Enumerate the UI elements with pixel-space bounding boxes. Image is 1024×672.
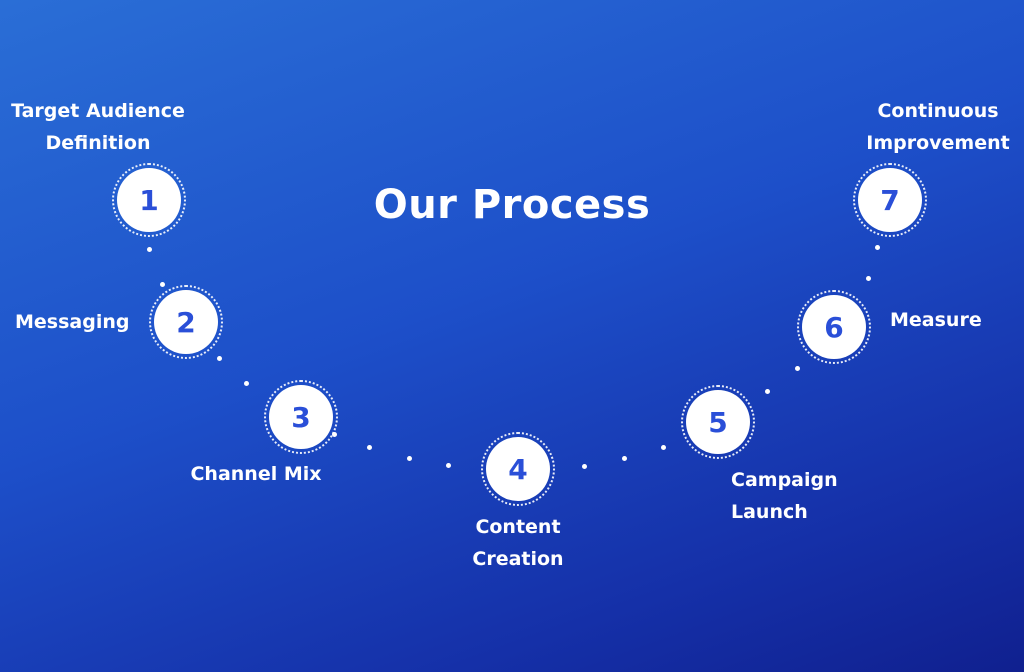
step-2-label: Messaging	[15, 306, 129, 338]
step-7-label: Continuous Improvement	[853, 95, 1023, 159]
step-1-node: 1	[112, 163, 186, 237]
step-2-node: 2	[149, 285, 223, 359]
step-3-node: 3	[264, 380, 338, 454]
connector-dot	[244, 381, 249, 386]
step-4-label: Content Creation	[448, 511, 588, 575]
step-4-label-line-1: Content	[475, 516, 561, 538]
connector-dot	[407, 456, 412, 461]
step-6-label-line-1: Measure	[890, 309, 982, 331]
step-1-label-line-2: Definition	[45, 132, 151, 154]
step-5-label-line-2: Launch	[731, 501, 808, 523]
step-3-label: Channel Mix	[176, 458, 336, 490]
connector-dot	[795, 366, 800, 371]
step-2-label-line-1: Messaging	[15, 311, 130, 333]
connector-dot	[875, 245, 880, 250]
diagram-title: Our Process	[373, 182, 651, 228]
step-7-label-line-2: Improvement	[866, 132, 1010, 154]
connector-dot	[661, 445, 666, 450]
connector-dot	[582, 464, 587, 469]
step-1-number: 1	[139, 183, 159, 217]
connector-dot	[765, 389, 770, 394]
step-3-number: 3	[291, 400, 311, 434]
step-7-node: 7	[853, 163, 927, 237]
connector-dot	[147, 247, 152, 252]
connector-dot	[160, 282, 165, 287]
step-6-node: 6	[797, 290, 871, 364]
step-3-label-line-1: Channel Mix	[190, 463, 322, 485]
step-4-label-line-2: Creation	[472, 548, 564, 570]
step-7-label-line-1: Continuous	[877, 100, 999, 122]
step-7-number: 7	[880, 183, 900, 217]
step-5-number: 5	[708, 405, 728, 439]
connector-dot	[217, 356, 222, 361]
connector-dot	[332, 432, 337, 437]
step-5-label: Campaign Launch	[731, 464, 838, 528]
step-1-label-line-1: Target Audience	[11, 100, 185, 122]
connector-dot	[446, 463, 451, 468]
step-6-number: 6	[824, 310, 844, 344]
connector-dot	[866, 276, 871, 281]
step-4-number: 4	[508, 452, 528, 486]
step-5-label-line-1: Campaign	[731, 469, 838, 491]
step-1-label: Target Audience Definition	[8, 95, 188, 159]
step-6-label: Measure	[890, 304, 982, 336]
connector-dot	[622, 456, 627, 461]
step-2-number: 2	[176, 305, 196, 339]
step-4-node: 4	[481, 432, 555, 506]
connector-dot	[367, 445, 372, 450]
step-5-node: 5	[681, 385, 755, 459]
